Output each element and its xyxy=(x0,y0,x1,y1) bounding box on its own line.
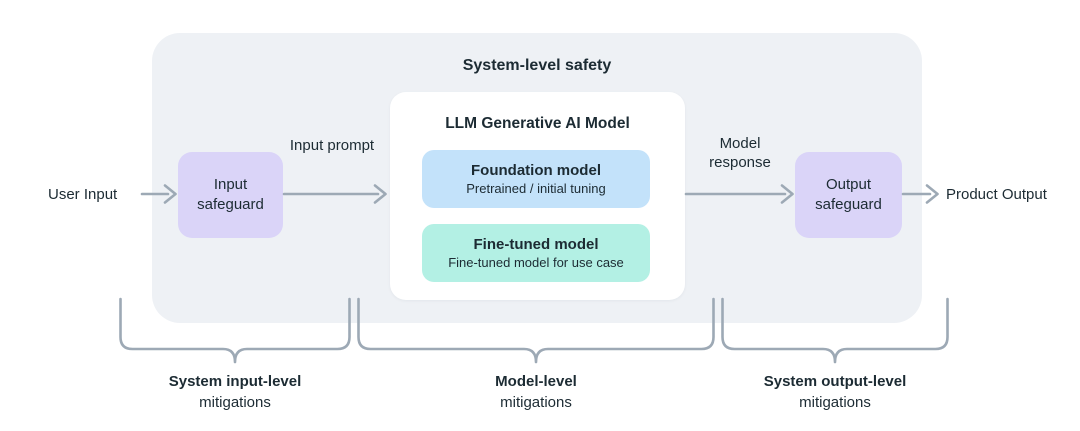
product-output-label: Product Output xyxy=(946,186,1047,203)
mitigation-title: Model-level xyxy=(495,373,577,390)
fine-tuned-model-box: Fine-tuned model Fine-tuned model for us… xyxy=(422,224,650,282)
model-level-mitigations-label: Model-level mitigations xyxy=(495,371,577,413)
user-input-label: User Input xyxy=(48,186,118,203)
foundation-model-box: Foundation model Pretrained / initial tu… xyxy=(422,150,650,208)
output-safeguard-label: Output safeguard xyxy=(815,176,882,213)
fine-tuned-model-subtitle: Fine-tuned model for use case xyxy=(448,255,624,270)
input-safeguard-box: Input safeguard xyxy=(178,152,283,238)
input-safeguard-label: Input safeguard xyxy=(197,176,264,213)
mitigation-title: System input-level xyxy=(168,373,302,390)
input-prompt-label: Input prompt xyxy=(289,137,375,154)
mitigation-title: System output-level xyxy=(763,373,907,390)
system-level-safety-title: System-level safety xyxy=(462,57,612,74)
fine-tuned-model-title: Fine-tuned model xyxy=(473,236,599,253)
system-output-level-mitigations-label: System output-level mitigations xyxy=(764,371,907,413)
mitigation-subtitle: mitigations xyxy=(199,394,271,411)
system-input-level-mitigations-label: System input-level mitigations xyxy=(169,371,302,413)
foundation-model-subtitle: Pretrained / initial tuning xyxy=(466,181,606,196)
mitigation-subtitle: mitigations xyxy=(500,394,572,411)
mitigation-subtitle: mitigations xyxy=(799,394,871,411)
output-safeguard-box: Output safeguard xyxy=(795,152,902,238)
model-response-label: Model response xyxy=(709,135,771,171)
llm-generative-ai-model-card: LLM Generative AI Model Foundation model… xyxy=(390,92,685,300)
foundation-model-title: Foundation model xyxy=(471,162,601,179)
llm-card-title: LLM Generative AI Model xyxy=(445,115,630,132)
